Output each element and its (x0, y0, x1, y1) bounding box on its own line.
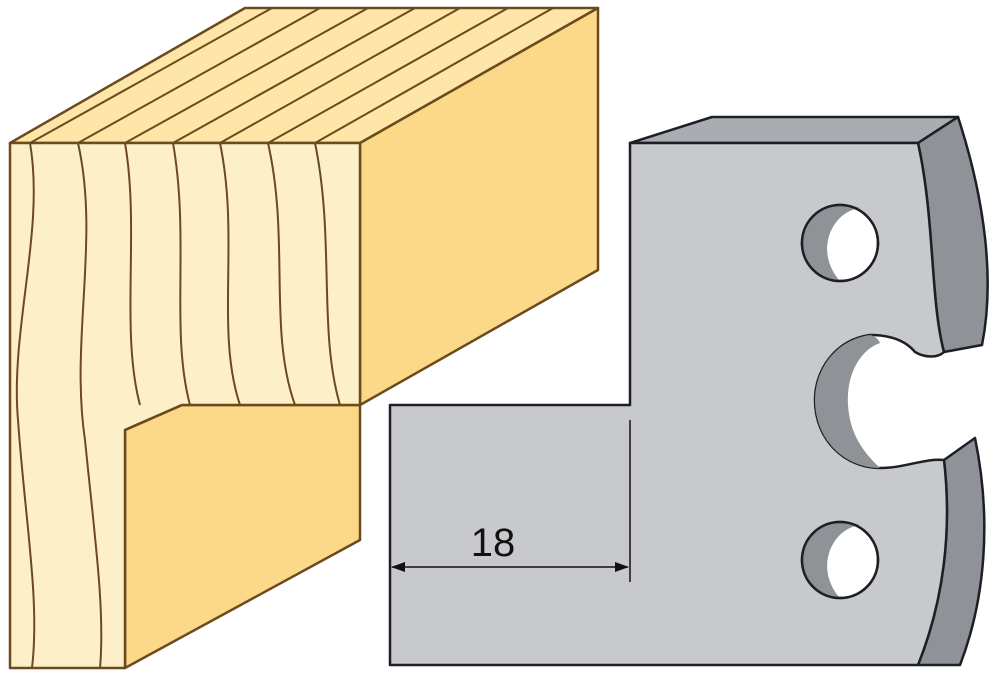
wood-block (8, 6, 600, 670)
wood-lower-side-face (123, 403, 362, 670)
wood-front-grain (15, 142, 341, 669)
knife-top-face (628, 115, 960, 145)
knife-hole-upper (800, 203, 880, 283)
wood-step-edge (124, 403, 183, 432)
dimension-annotation: 18 (391, 420, 631, 582)
knife-cut-shadow (815, 335, 880, 468)
cutter-knife (388, 115, 989, 667)
knife-hole-lower (800, 520, 880, 600)
dimension-label: 18 (471, 521, 516, 565)
wood-top-grain (29, 7, 554, 144)
